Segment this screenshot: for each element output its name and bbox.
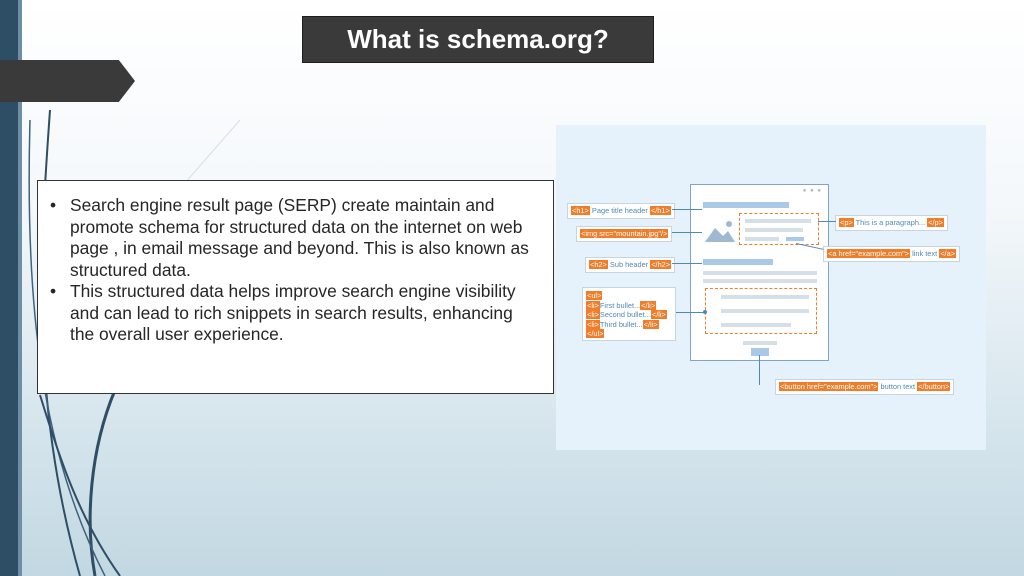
code-open: <ul> <box>586 291 603 300</box>
connector-line <box>672 232 702 233</box>
html-structure-illustration: ● ● ● <h1> Page title header </h1> <img … <box>556 125 986 450</box>
bullet-list: Search engine result page (SERP) create … <box>50 195 539 346</box>
tag-text: button text <box>880 382 916 391</box>
arrow-tab-shape <box>0 60 135 102</box>
code-close: </li> <box>650 310 667 319</box>
paragraph-highlight <box>739 213 819 245</box>
mock-list-line <box>721 309 809 313</box>
code-open: <a href="example.com"> <box>827 249 911 258</box>
tag-text: Sub header <box>609 260 649 269</box>
img-tag-label: <img src="mountain.jpg"/> <box>576 226 673 242</box>
window-dots-icon: ● ● ● <box>802 188 822 194</box>
h2-tag-label: <h2> Sub header </h2> <box>585 257 676 273</box>
left-accent-stripe <box>18 0 22 576</box>
image-placeholder-icon <box>703 218 737 244</box>
connector-line <box>759 355 760 385</box>
bullet-item: This structured data helps improve searc… <box>50 281 539 346</box>
content-box: Search engine result page (SERP) create … <box>37 180 554 394</box>
mock-text-line <box>703 279 817 283</box>
code-open: <button href="example.com"> <box>779 382 879 391</box>
code-open: <li> <box>586 300 600 310</box>
code-open: <li> <box>586 319 600 329</box>
tag-text: Page title header <box>591 206 648 215</box>
code-close: </ul> <box>586 329 605 338</box>
code-open: <li> <box>586 310 600 319</box>
code-open: <img src="mountain.jpg"/> <box>580 229 669 238</box>
connector-line <box>672 209 702 210</box>
mock-text-line <box>743 341 777 345</box>
connector-dot <box>703 310 707 314</box>
mock-subheader-bar <box>703 259 773 265</box>
mock-link <box>786 237 804 241</box>
slide-title-text: What is schema.org? <box>347 24 609 54</box>
code-close: </h2> <box>650 260 672 269</box>
ul-tag-label: <ul> <li>First bullet...</li> <li>Second… <box>582 287 676 341</box>
mock-list-line <box>721 295 809 299</box>
mock-text-line <box>745 219 811 223</box>
code-open: <h2> <box>589 260 608 269</box>
mock-text-line <box>703 271 817 275</box>
connector-line <box>818 221 836 222</box>
slide-title: What is schema.org? <box>302 16 654 63</box>
connector-line <box>676 312 706 313</box>
code-close: </li> <box>642 319 659 329</box>
tag-text: Third bullet... <box>599 319 643 329</box>
tag-text: Second bullet... <box>599 310 651 319</box>
mock-text-line <box>745 228 803 232</box>
code-close: </p> <box>927 218 944 227</box>
mock-text-line <box>745 237 779 241</box>
mock-button <box>751 348 769 356</box>
connector-line <box>672 263 702 264</box>
p-tag-label: <p> This is a paragraph... </p> <box>835 215 948 231</box>
button-tag-label: <button href="example.com"> button text … <box>775 379 955 395</box>
code-close: </a> <box>939 249 957 258</box>
code-open: <h1> <box>571 206 590 215</box>
a-tag-label: <a href="example.com"> link text </a> <box>823 246 961 262</box>
tag-text: First bullet... <box>599 300 641 310</box>
mock-list-line <box>721 323 791 327</box>
left-accent-bar <box>0 0 18 576</box>
code-close: </h1> <box>649 206 671 215</box>
code-open: <p> <box>839 218 854 227</box>
code-close: </button> <box>917 382 951 391</box>
tag-text: This is a paragraph... <box>855 218 926 227</box>
code-close: </li> <box>640 300 657 310</box>
mock-title-bar <box>703 202 789 208</box>
h1-tag-label: <h1> Page title header </h1> <box>567 203 675 219</box>
browser-window: ● ● ● <box>690 184 829 361</box>
tag-text: link text <box>912 249 938 258</box>
bullet-item: Search engine result page (SERP) create … <box>50 195 539 281</box>
